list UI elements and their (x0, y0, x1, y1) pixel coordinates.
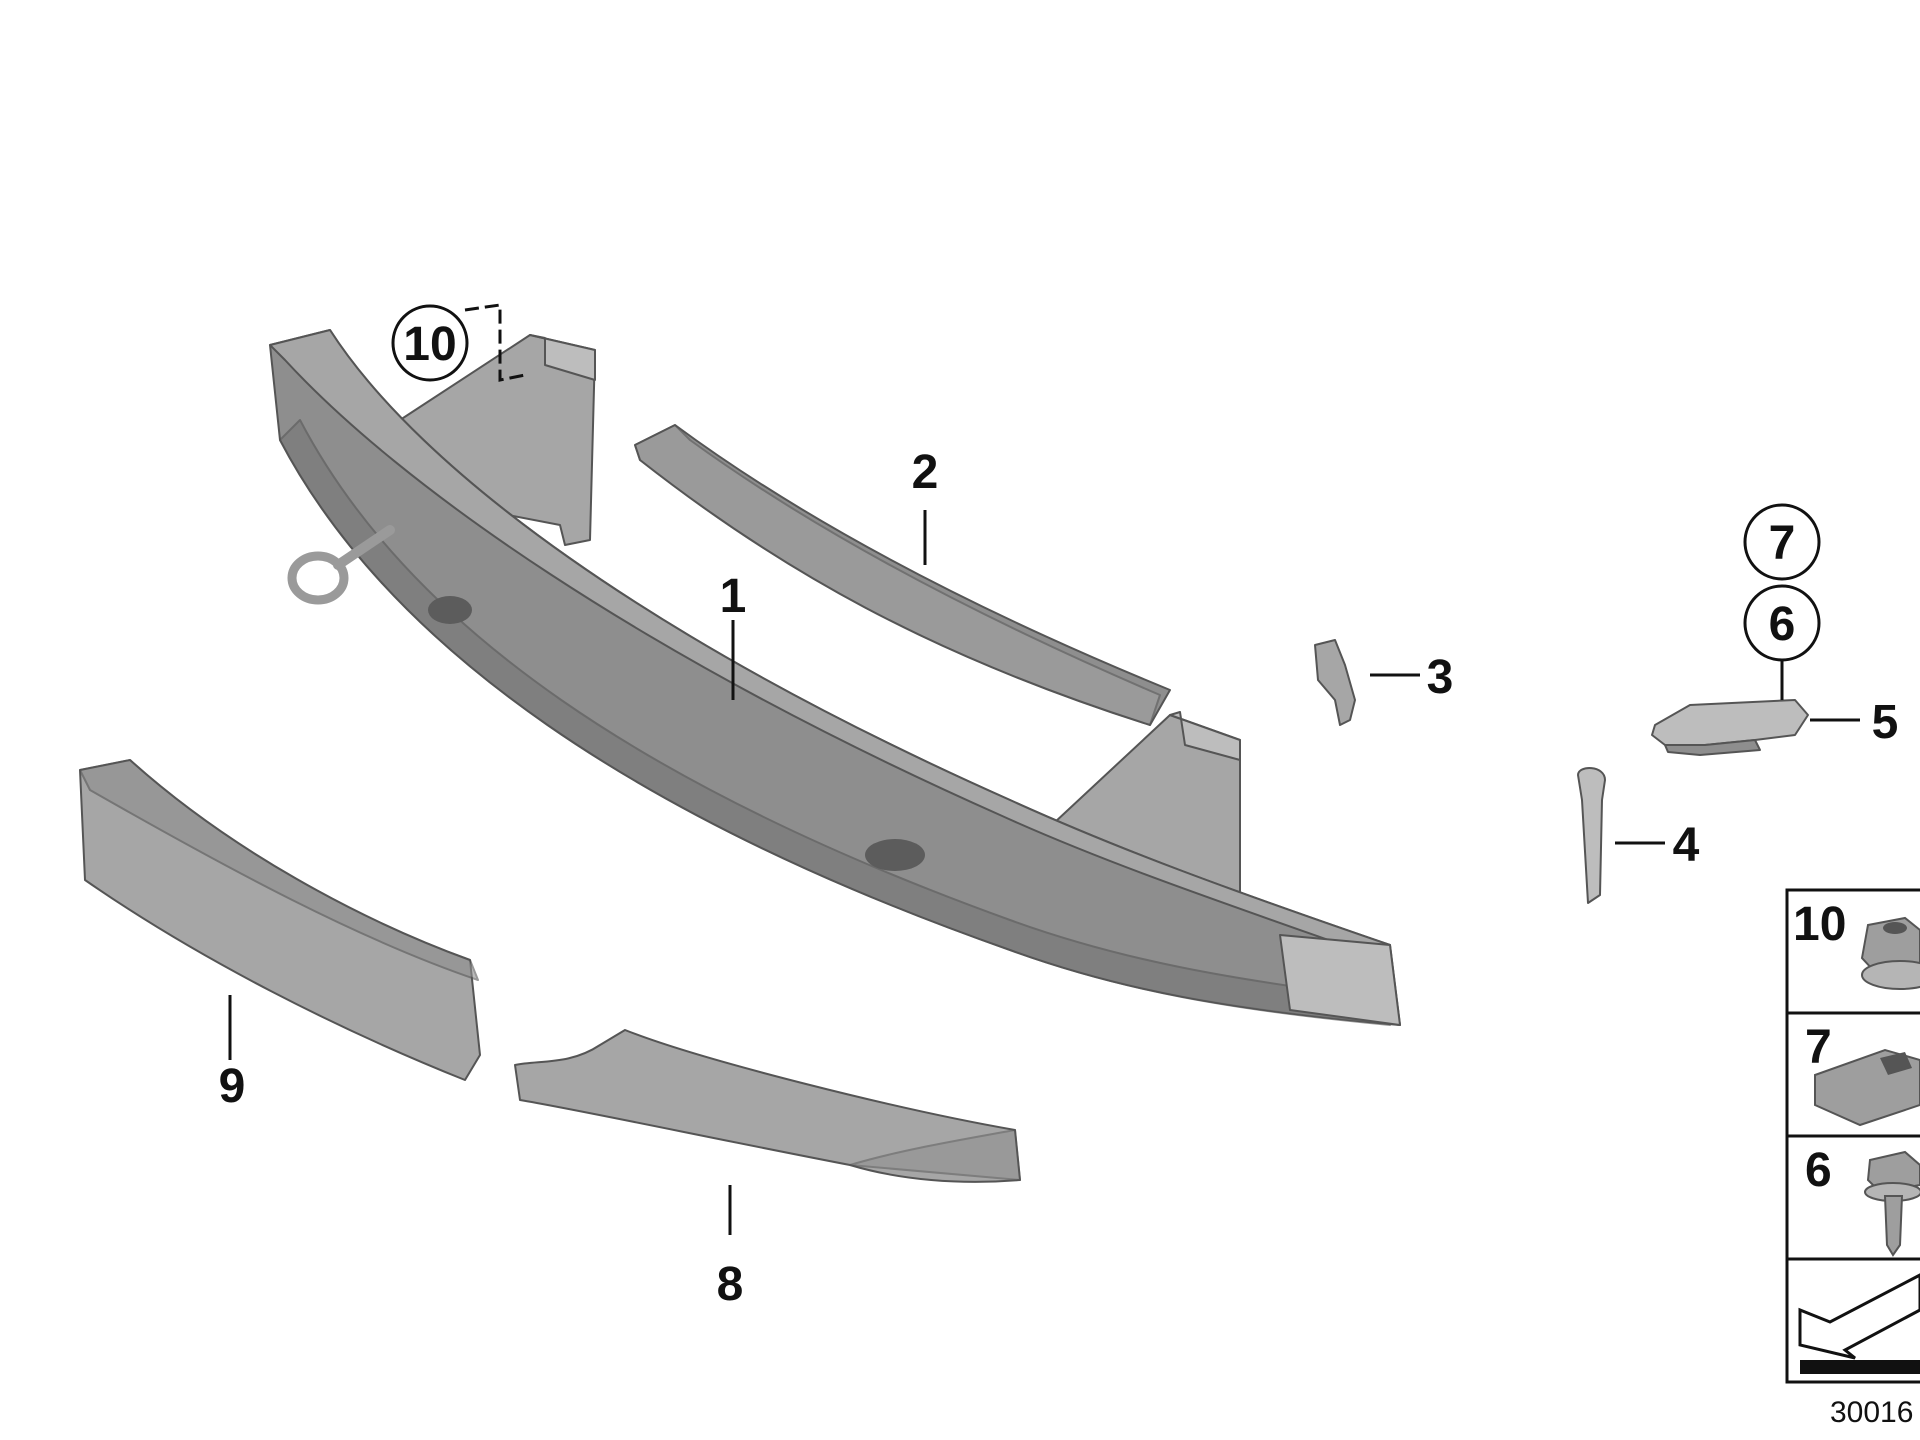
callout-1: 1 (720, 570, 747, 623)
bumper-carrier-part (269, 329, 1401, 1026)
mounting-bracket-part (1651, 699, 1809, 756)
direction-arrow-icon (1798, 1273, 1920, 1374)
callout-circles (391, 304, 1821, 662)
flange-nut-icon (1860, 916, 1920, 990)
legend-number-6: 6 (1805, 1144, 1832, 1197)
callout-6: 6 (1769, 598, 1796, 651)
callout-8: 8 (717, 1258, 744, 1311)
leader-lines (228, 303, 1860, 1235)
callout-10: 10 (403, 318, 456, 371)
callout-2: 2 (912, 446, 939, 499)
hex-bolt-icon (1864, 1150, 1920, 1257)
callout-7: 7 (1769, 517, 1796, 570)
legend-number-7: 7 (1805, 1021, 1832, 1074)
left-absorber-part (79, 759, 481, 1081)
callout-3: 3 (1427, 651, 1454, 704)
reinforcement-strip-part (634, 424, 1171, 726)
fastener-legend: 10 7 6 (1785, 888, 1920, 1384)
callout-4: 4 (1673, 819, 1700, 872)
legend-number-10: 10 (1793, 898, 1846, 951)
callout-9: 9 (219, 1060, 246, 1113)
bracket-part (1314, 639, 1356, 726)
callout-5: 5 (1872, 696, 1899, 749)
pin-part (1577, 767, 1606, 904)
diagram-number: 30016 (1830, 1396, 1913, 1429)
lower-absorber-part (514, 1029, 1021, 1183)
tow-eye-icon (287, 525, 395, 605)
clip-nut-icon (1814, 1048, 1920, 1127)
